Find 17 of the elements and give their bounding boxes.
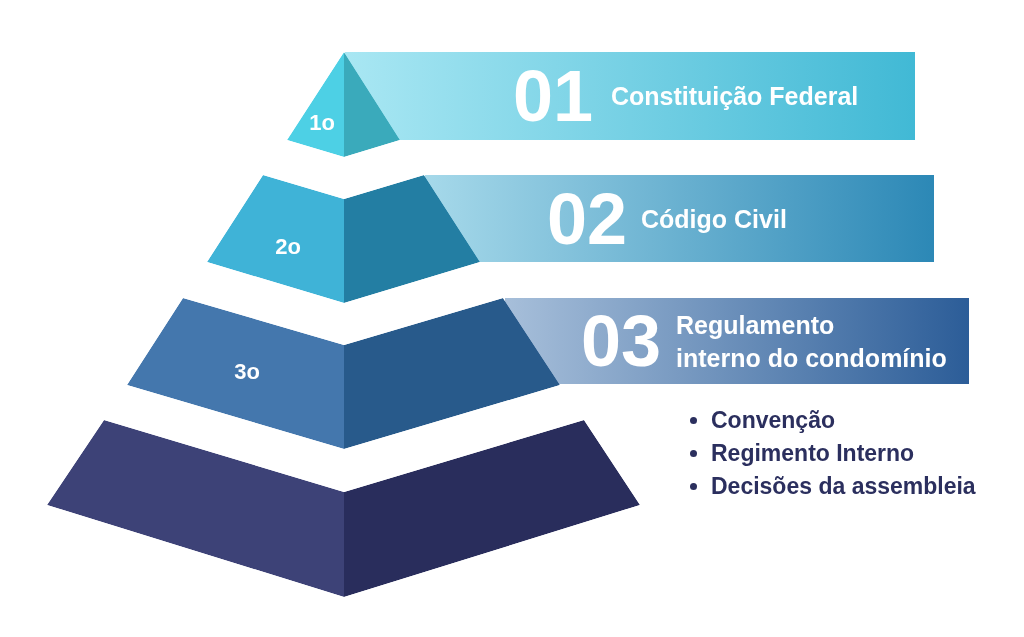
pyramid-tier (47, 420, 641, 598)
pyramid-tier (127, 298, 561, 450)
step-number: 03 (581, 305, 662, 377)
list-item: Decisões da assembleia (711, 472, 976, 501)
list-item: Regimento Interno (711, 439, 915, 468)
step-number: 01 (513, 60, 594, 132)
banner-title: Código Civil (641, 203, 787, 235)
tier-number: 2o (275, 236, 301, 258)
banner-title: Regulamento interno do condomínio (676, 309, 947, 373)
tier-number: 3o (234, 361, 260, 383)
banner-title: Constituição Federal (611, 80, 859, 112)
list-item: Convenção (711, 406, 835, 435)
pyramid-tier (207, 175, 481, 304)
pyramid-tier (287, 52, 401, 158)
banner (345, 52, 915, 140)
tier-number: 1o (309, 112, 335, 134)
step-number: 02 (547, 182, 628, 255)
